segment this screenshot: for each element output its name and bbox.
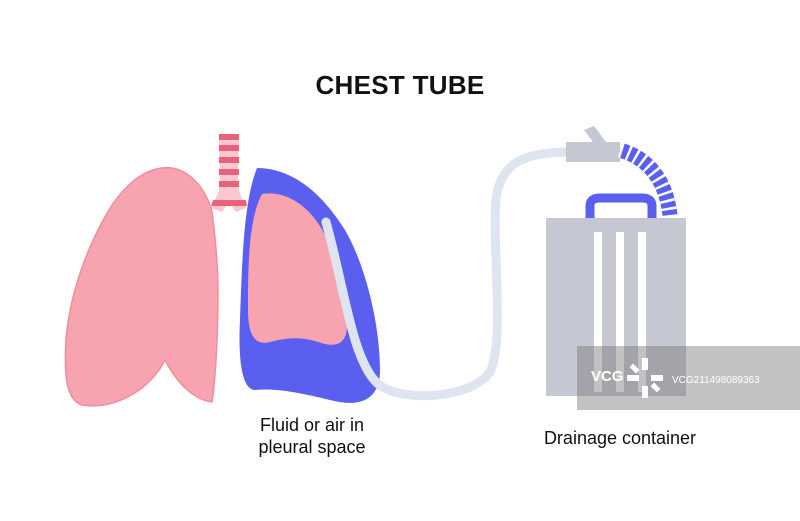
- diagram-title: CHEST TUBE: [315, 70, 485, 100]
- trachea: [211, 134, 247, 212]
- drainage-container-label: Drainage container: [543, 428, 697, 448]
- pinwheel-icon: [627, 358, 663, 398]
- chest-tube-insert: [321, 217, 383, 389]
- pleural-label-line1: Fluid or air in: [259, 415, 365, 435]
- watermark-id: VCG211498089363: [672, 375, 760, 386]
- corrugated-hose: [617, 142, 678, 217]
- watermark: VCG VCG211498089363: [577, 346, 800, 410]
- tube-connector: [566, 126, 620, 162]
- left-lung: [64, 167, 219, 407]
- right-lung: [248, 193, 347, 345]
- pleural-label-line2: pleural space: [258, 437, 366, 457]
- watermark-logo: VCG: [591, 368, 624, 385]
- drainage-container: [546, 193, 686, 396]
- pleural-space-label: Fluid or air in pleural space: [232, 414, 392, 458]
